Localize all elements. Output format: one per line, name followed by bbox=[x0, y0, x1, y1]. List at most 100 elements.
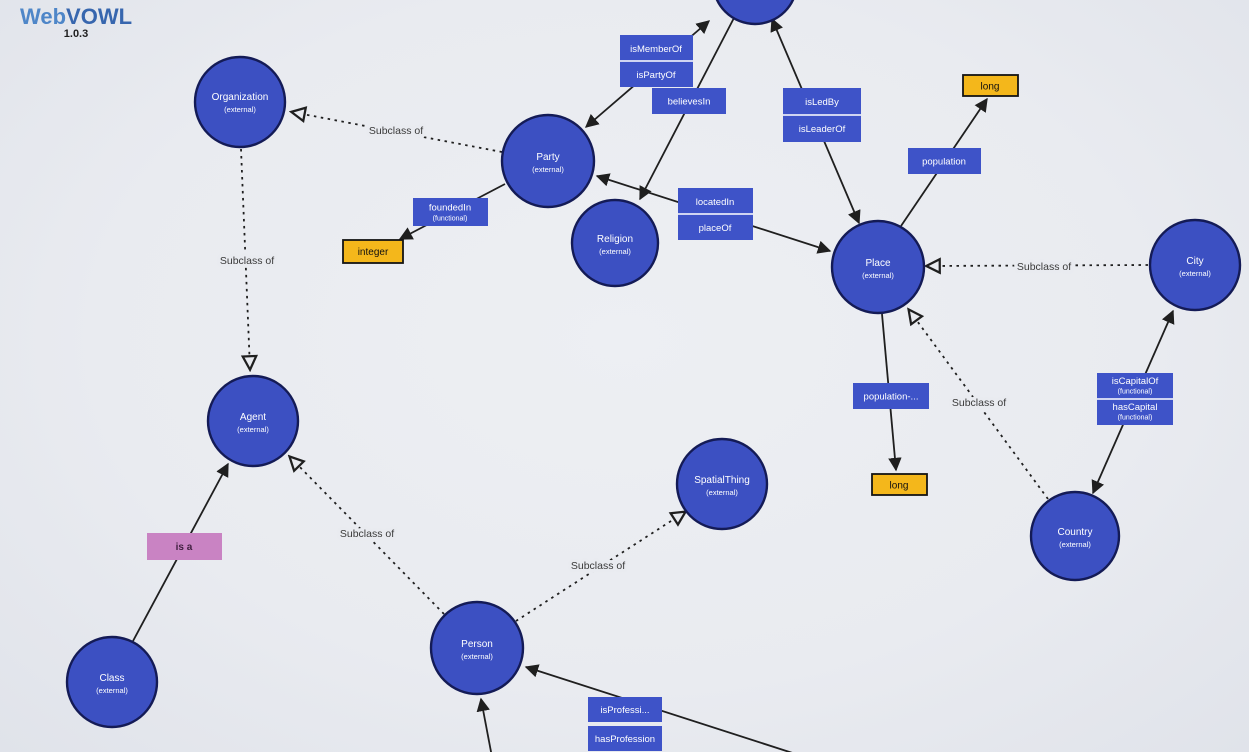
property-believesin[interactable]: believesIn bbox=[652, 88, 726, 114]
class-node-place[interactable]: Place (external) bbox=[830, 219, 926, 315]
property-isprofession-hasprofession[interactable]: isProfessi... hasProfession bbox=[588, 697, 662, 751]
edges-solid bbox=[132, 15, 1175, 752]
class-node-person[interactable]: Person (external) bbox=[429, 600, 525, 696]
datatype-rect[interactable] bbox=[342, 239, 404, 264]
property-sublabel: (functional) bbox=[1118, 389, 1153, 396]
node-sublabel: (external) bbox=[599, 247, 631, 256]
edge-city-subclass-place bbox=[927, 265, 1149, 266]
node-sublabel: (external) bbox=[237, 425, 269, 434]
node-sublabel: (external) bbox=[461, 652, 493, 661]
isa-rect[interactable] bbox=[147, 533, 222, 560]
property-label: placeOf bbox=[699, 223, 732, 234]
logo-web-text: Web bbox=[20, 4, 67, 29]
class-node-religion[interactable]: Religion (external) bbox=[570, 198, 660, 288]
node-label: Country bbox=[1057, 527, 1092, 538]
node-label: City bbox=[1186, 256, 1203, 267]
datatype-long-bottom[interactable]: long bbox=[871, 473, 928, 496]
subclass-labels: Subclass of Subclass of Subclass of Subc… bbox=[216, 122, 1074, 576]
class-circle[interactable] bbox=[500, 113, 596, 209]
class-circle[interactable] bbox=[1029, 490, 1121, 582]
webvowl-version: 1.0.3 bbox=[63, 28, 89, 41]
class-circle[interactable] bbox=[713, 0, 797, 26]
property-label: isPartyOf bbox=[636, 70, 675, 81]
class-circle[interactable] bbox=[1148, 218, 1242, 312]
datatype-rect[interactable] bbox=[962, 74, 1019, 97]
property-rect[interactable] bbox=[620, 35, 693, 61]
class-node-organization[interactable]: Organization (external) bbox=[193, 55, 287, 149]
property-sublabel: (functional) bbox=[433, 216, 468, 223]
node-label: Place bbox=[865, 258, 890, 269]
class-circle[interactable] bbox=[830, 219, 926, 315]
subclass-label-party-organization: Subclass of bbox=[369, 125, 423, 137]
property-rect[interactable] bbox=[1097, 373, 1173, 399]
node-label: Agent bbox=[240, 412, 266, 423]
node-sublabel: (external) bbox=[1059, 540, 1091, 549]
node-label: Organization bbox=[212, 92, 269, 103]
property-rect[interactable] bbox=[908, 148, 981, 174]
class-node-class[interactable]: Class (external) bbox=[65, 635, 159, 729]
property-rect[interactable] bbox=[588, 726, 662, 751]
datatype-rect[interactable] bbox=[871, 473, 928, 496]
property-rect[interactable] bbox=[620, 61, 693, 87]
node-label: Person bbox=[461, 639, 493, 650]
property-label: isLedBy bbox=[805, 97, 839, 108]
node-sublabel: (external) bbox=[224, 105, 256, 114]
property-label: population-... bbox=[864, 392, 919, 403]
property-rect[interactable] bbox=[588, 697, 662, 722]
edges-subclass bbox=[240, 112, 1149, 622]
property-rect[interactable] bbox=[1097, 399, 1173, 425]
class-node-spatialthing[interactable]: SpatialThing (external) bbox=[675, 437, 769, 531]
property-ismemberof-ispartyof[interactable]: isMemberOf isPartyOf bbox=[620, 35, 693, 87]
class-node-city[interactable]: City (external) bbox=[1148, 218, 1242, 312]
datatype-label: integer bbox=[358, 247, 389, 258]
class-circle[interactable] bbox=[193, 55, 287, 149]
property-label: hasCapital bbox=[1113, 402, 1158, 413]
property-foundedin[interactable]: foundedIn (functional) bbox=[413, 198, 488, 226]
property-rect[interactable] bbox=[413, 198, 488, 226]
property-label: isMemberOf bbox=[630, 44, 682, 55]
property-rect[interactable] bbox=[678, 188, 753, 214]
class-circle[interactable] bbox=[206, 374, 300, 468]
property-rect[interactable] bbox=[853, 383, 929, 409]
edge-bottom-person bbox=[476, 697, 492, 752]
subclass-label-city-place: Subclass of bbox=[1017, 261, 1071, 273]
node-label: SpatialThing bbox=[694, 475, 750, 486]
property-iscapitalof-hascapital[interactable]: isCapitalOf (functional) hasCapital (fun… bbox=[1097, 373, 1173, 425]
property-rect[interactable] bbox=[652, 88, 726, 114]
node-sublabel: (external) bbox=[706, 488, 738, 497]
class-node-agent[interactable]: Agent (external) bbox=[206, 374, 300, 468]
edge-person-subclass-agent bbox=[290, 457, 445, 615]
property-label: population bbox=[922, 157, 966, 168]
class-node-top-cropped[interactable] bbox=[713, 0, 797, 26]
node-label: Religion bbox=[597, 234, 633, 245]
property-locatedin-placeof[interactable]: locatedIn placeOf bbox=[678, 188, 753, 240]
property-sublabel: (functional) bbox=[1118, 415, 1153, 422]
class-circle[interactable] bbox=[429, 600, 525, 696]
property-isledby-isleaderof[interactable]: isLedBy isLeaderOf bbox=[783, 88, 861, 142]
property-isa[interactable]: is a bbox=[147, 533, 222, 560]
node-sublabel: (external) bbox=[96, 686, 128, 695]
property-population[interactable]: population bbox=[908, 148, 981, 174]
property-population-truncated[interactable]: population-... bbox=[853, 383, 929, 409]
property-rect[interactable] bbox=[678, 214, 753, 240]
class-node-party[interactable]: Party (external) bbox=[500, 113, 596, 209]
datatype-label: long bbox=[981, 82, 1000, 93]
property-label: locatedIn bbox=[696, 197, 735, 208]
node-label: Party bbox=[536, 152, 559, 163]
property-label: isProfessi... bbox=[600, 705, 649, 716]
datatype-long-top[interactable]: long bbox=[962, 74, 1019, 97]
class-circle[interactable] bbox=[65, 635, 159, 729]
subclass-label-country-place: Subclass of bbox=[952, 397, 1006, 409]
class-circle[interactable] bbox=[570, 198, 660, 288]
node-sublabel: (external) bbox=[862, 271, 894, 280]
property-rect[interactable] bbox=[783, 115, 861, 142]
logo-vowl-text: VOWL bbox=[66, 4, 133, 29]
property-label: believesIn bbox=[668, 97, 711, 108]
datatype-integer[interactable]: integer bbox=[342, 239, 404, 264]
class-circle[interactable] bbox=[675, 437, 769, 531]
property-label: isCapitalOf bbox=[1112, 376, 1159, 387]
class-node-country[interactable]: Country (external) bbox=[1029, 490, 1121, 582]
property-rect[interactable] bbox=[783, 88, 861, 115]
node-sublabel: (external) bbox=[1179, 269, 1211, 278]
